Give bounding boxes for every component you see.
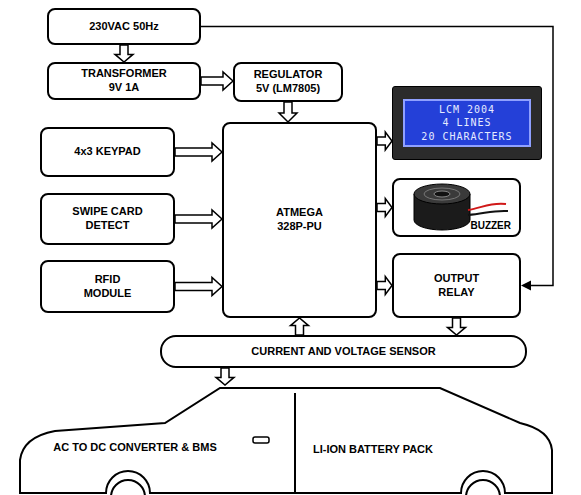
buzzer-wire <box>468 204 506 210</box>
connector <box>448 318 466 335</box>
lcd-text: 4 LINES <box>442 116 491 130</box>
box-label: 230VAC 50Hz <box>89 20 159 34</box>
connector <box>377 199 392 217</box>
box-label: 4x3 KEYPAD <box>74 145 140 159</box>
buzzer-hole <box>434 191 450 197</box>
connector <box>201 72 233 90</box>
box-label: TRANSFORMER 9V 1A <box>77 67 172 95</box>
hollow-arrow <box>175 210 222 228</box>
connector <box>291 318 309 335</box>
keypad-box: 4x3 KEYPAD <box>40 127 175 177</box>
connector <box>175 143 222 161</box>
regulator-box: REGULATOR 5V (LM7805) <box>233 62 343 102</box>
hollow-arrow <box>448 318 466 335</box>
hollow-arrow <box>377 277 392 295</box>
car-door-line <box>294 393 296 493</box>
hollow-arrow <box>175 278 222 296</box>
box-label: ATMEGA 328P-PU <box>269 206 331 234</box>
car-part-label: AC TO DC CONVERTER & BMS <box>45 441 225 455</box>
hollow-arrow <box>175 143 222 161</box>
hollow-arrow <box>279 102 297 122</box>
car-wheel <box>466 480 500 495</box>
connector <box>175 278 222 296</box>
buzzer-top <box>414 184 470 204</box>
hollow-arrow <box>291 318 309 335</box>
door-handle <box>253 437 269 443</box>
lcd-text: LCM 2004 <box>439 103 495 117</box>
power-source-box: 230VAC 50Hz <box>47 8 201 45</box>
buzzer-box: BUZZER <box>392 178 521 237</box>
hollow-arrow <box>115 45 133 62</box>
lcd-text: 20 CHARACTERS <box>421 130 512 144</box>
lcd-screen: LCM 20044 LINES20 CHARACTERS <box>403 99 531 147</box>
box-label: RFID MODULE <box>78 273 138 301</box>
microcontroller-box: ATMEGA 328P-PU <box>222 122 377 318</box>
hollow-arrow <box>377 199 392 217</box>
connector <box>115 45 133 62</box>
swipe-card-box: SWIPE CARD DETECT <box>40 193 175 245</box>
buzzer-ring <box>424 188 460 200</box>
buzzer-wire <box>468 211 508 215</box>
connector <box>377 132 392 150</box>
box-label: SWIPE CARD DETECT <box>63 205 153 233</box>
box-label: CURRENT AND VOLTAGE SENSOR <box>251 345 435 359</box>
car-illustration <box>15 385 560 495</box>
connector <box>175 210 222 228</box>
rfid-box: RFID MODULE <box>40 260 175 313</box>
arrowhead <box>521 281 531 291</box>
car-body <box>20 388 552 493</box>
car-outline: AC TO DC CONVERTER & BMS LI-ION BATTERY P… <box>15 385 560 495</box>
hollow-arrow <box>216 368 234 385</box>
transformer-box: TRANSFORMER 9V 1A <box>47 62 201 100</box>
connector <box>216 368 234 385</box>
hollow-arrow <box>377 132 392 150</box>
connector <box>377 277 392 295</box>
car-part-label: LI-ION BATTERY PACK <box>313 443 433 457</box>
box-label: REGULATOR 5V (LM7805) <box>246 68 331 96</box>
lcd-module: LCM 20044 LINES20 CHARACTERS <box>392 86 542 160</box>
car-wheel <box>111 480 145 495</box>
hollow-arrow <box>201 72 233 90</box>
buzzer-label: BUZZER <box>470 220 511 233</box>
sensor-band: CURRENT AND VOLTAGE SENSOR <box>160 335 527 368</box>
connector <box>279 102 297 122</box>
relay-box: OUTPUT RELAY <box>392 253 521 318</box>
box-label: OUTPUT RELAY <box>427 272 487 300</box>
